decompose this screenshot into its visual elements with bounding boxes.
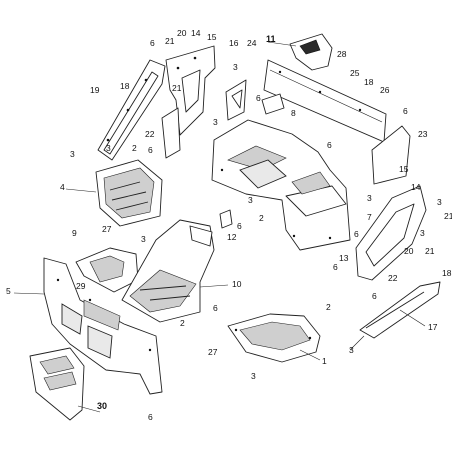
callout-8: 8 [291,108,296,118]
callout-3: 3 [437,197,442,207]
callout-30: 30 [97,401,107,411]
callout-3: 3 [349,345,354,355]
callout-3: 3 [251,371,256,381]
front-grille [29,347,85,421]
callout-3: 3 [70,149,75,159]
right-door-panel [355,185,427,281]
side-mount [75,247,139,293]
callout-6: 6 [403,106,408,116]
callout-7: 7 [367,212,372,222]
callout-26: 26 [380,85,390,95]
callout-17: 17 [428,322,438,332]
callout-18: 18 [364,77,374,87]
callout-2: 2 [326,302,331,312]
floor-pan [121,219,215,323]
skid-plate [227,313,321,363]
callout-9: 9 [72,228,77,238]
callout-6: 6 [354,229,359,239]
callout-18: 18 [442,268,452,278]
callout-3: 3 [106,143,111,153]
callout-23: 23 [418,129,428,139]
small-cover-plate [261,93,285,115]
callout-3: 3 [420,228,425,238]
callout-2: 2 [132,143,137,153]
callout-13: 13 [339,253,349,263]
callout-28: 28 [337,49,347,59]
rear-module [289,33,333,71]
callout-3: 3 [233,62,238,72]
callout-6: 6 [256,93,261,103]
callout-2: 2 [180,318,185,328]
callout-14: 14 [411,182,421,192]
callout-27: 27 [102,224,112,234]
callout-6: 6 [327,140,332,150]
left-side-rail [97,59,166,161]
callout-6: 6 [237,221,242,231]
callout-3: 3 [141,234,146,244]
callout-11: 11 [266,34,276,44]
callout-29: 29 [76,281,86,291]
callout-25: 25 [350,68,360,78]
callout-18: 18 [120,81,130,91]
callout-19: 19 [90,85,100,95]
callout-6: 6 [372,291,377,301]
callout-2: 2 [259,213,264,223]
callout-15: 15 [207,32,217,42]
callout-20: 20 [177,28,187,38]
corner-bracket [225,79,247,121]
side-plate [161,107,181,159]
callout-leaders [13,41,426,413]
front-body-panel [43,257,163,395]
rear-right-panel [371,125,411,185]
callout-24: 24 [247,38,257,48]
callout-22: 22 [145,129,155,139]
callout-15: 15 [399,164,409,174]
callout-5: 5 [6,286,11,296]
callout-3: 3 [213,117,218,127]
callout-21: 21 [165,36,175,46]
callout-6: 6 [213,303,218,313]
callout-6: 6 [150,38,155,48]
callout-20: 20 [404,246,414,256]
callout-3: 3 [367,193,372,203]
callout-21: 21 [444,211,452,221]
callout-21: 21 [425,246,435,256]
callout-4: 4 [60,182,65,192]
callout-22: 22 [388,273,398,283]
callout-6: 6 [148,145,153,155]
callout-16: 16 [229,38,239,48]
left-storage-tray [95,159,163,227]
callout-10: 10 [232,279,242,289]
callout-6: 6 [148,412,153,422]
central-tub [211,119,351,251]
callout-1: 1 [322,356,327,366]
small-bracket-12 [219,209,233,229]
callout-6: 6 [333,262,338,272]
callout-21: 21 [172,83,182,93]
callout-27: 27 [208,347,218,357]
callout-14: 14 [191,28,201,38]
callout-3: 3 [248,195,253,205]
callout-12: 12 [227,232,237,242]
